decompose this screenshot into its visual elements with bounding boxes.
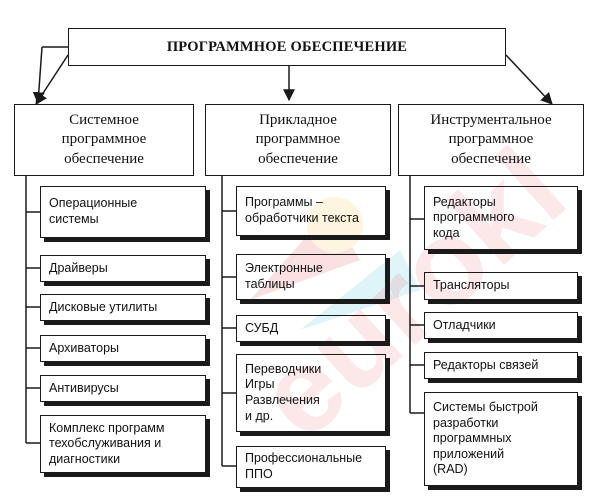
item-professional-software: Профессиональные ППО bbox=[236, 446, 386, 488]
item-operating-systems: Операционные системы bbox=[40, 186, 206, 238]
item-code-editors: Редакторы программного кода bbox=[424, 186, 578, 250]
item-antivirus: Антивирусы bbox=[40, 375, 206, 402]
category-applied: Прикладное программное обеспечение bbox=[205, 104, 391, 176]
item-disk-utilities: Дисковые утилиты bbox=[40, 294, 206, 321]
item-translators-games: Переводчики Игры Развлечения и др. bbox=[236, 354, 386, 432]
category-tools: Инструментальное программное обеспечение bbox=[398, 104, 584, 176]
category-system: Системное программное обеспечение bbox=[14, 104, 194, 176]
item-debuggers: Отладчики bbox=[424, 312, 578, 339]
item-spreadsheets: Электронные таблицы bbox=[236, 254, 386, 300]
item-archivers: Архиваторы bbox=[40, 335, 206, 362]
item-dbms: СУБД bbox=[236, 315, 386, 342]
item-maintenance-suite: Комплекс программ техобслуживания и диаг… bbox=[40, 415, 206, 473]
item-text-processors: Программы – обработчики текста bbox=[236, 186, 386, 236]
item-drivers: Драйверы bbox=[40, 255, 206, 282]
item-rad-systems: Системы быстрой разработки программных п… bbox=[424, 392, 578, 486]
item-linkers: Редакторы связей bbox=[424, 352, 578, 379]
arrow-to-system-diag bbox=[35, 54, 69, 106]
root-node: ПРОГРАММНОЕ ОБЕСПЕЧЕНИЕ bbox=[68, 28, 506, 66]
arrow-to-tools-diag bbox=[505, 54, 553, 105]
item-compilers: Трансляторы bbox=[424, 272, 578, 300]
